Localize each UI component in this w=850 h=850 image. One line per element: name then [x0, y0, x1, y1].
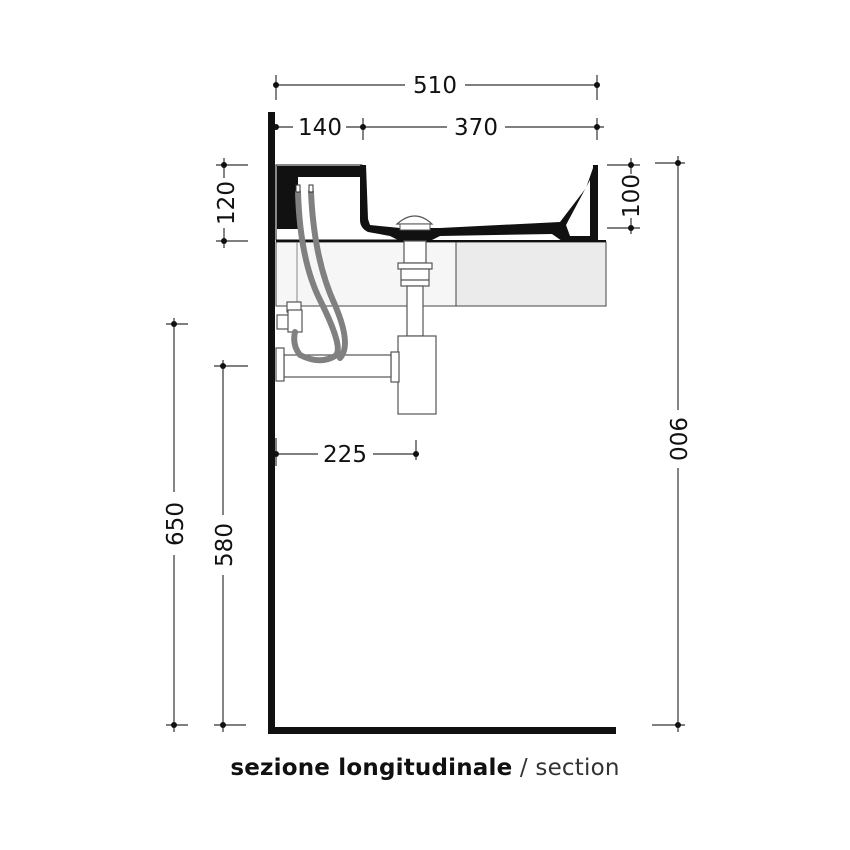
caption-italian: sezione longitudinale [230, 755, 513, 781]
dimension-dots [171, 82, 681, 728]
dim-basin-depth: 100 [619, 174, 645, 218]
dim-total-width: 510 [413, 73, 457, 99]
dim-countertop-height: 120 [214, 181, 240, 225]
hose-tips [295, 184, 314, 193]
flexible-hoses [291, 189, 348, 364]
basin [275, 164, 606, 242]
dim-total-height: 900 [664, 417, 690, 461]
caption-english: section [535, 755, 620, 781]
drawing-caption: sezione longitudinale / section [0, 755, 850, 781]
wall-floor [268, 112, 616, 734]
dim-drain-height: 580 [212, 523, 238, 567]
dim-supply-height: 650 [163, 502, 189, 546]
dim-basin-width: 370 [454, 115, 498, 141]
supply-valve [276, 301, 303, 333]
dim-drain-distance: 225 [323, 442, 367, 468]
dim-wall-offset: 140 [298, 115, 342, 141]
caption-separator: / [512, 755, 536, 781]
